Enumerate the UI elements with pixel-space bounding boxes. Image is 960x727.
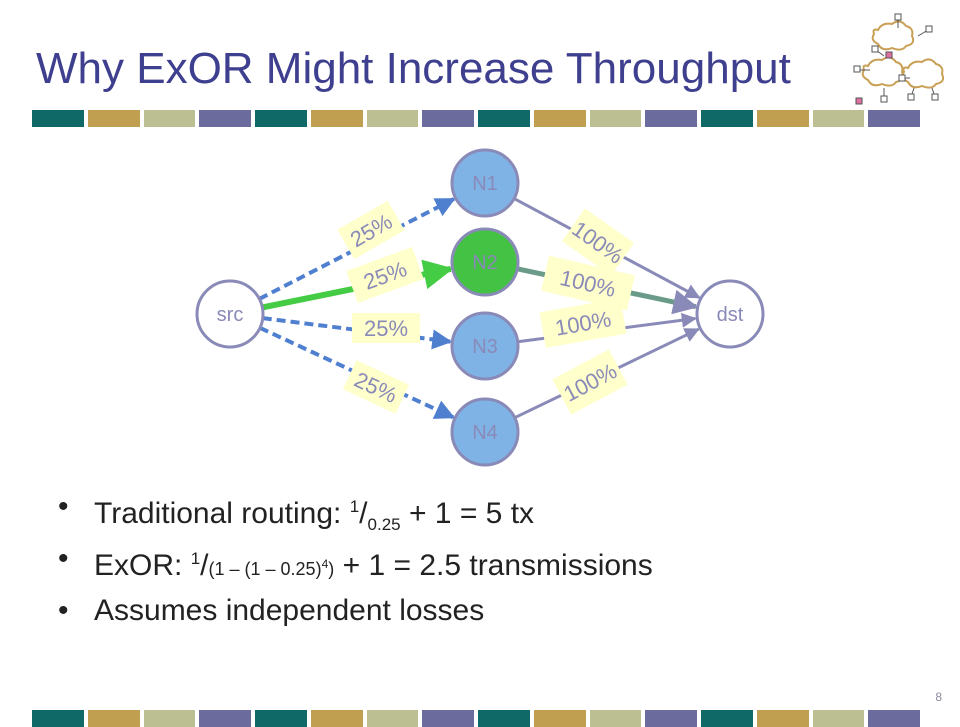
- prob-label-text: 25%: [364, 316, 408, 341]
- bar-segment: [143, 110, 196, 127]
- prob-label-bg: [346, 247, 424, 303]
- slide-title: Why ExOR Might Increase Throughput: [36, 44, 791, 93]
- node-n2: [450, 227, 520, 297]
- prob-label-bg: [541, 255, 635, 311]
- node-n4: [450, 397, 520, 467]
- bullet-text: Assumes independent losses: [94, 594, 485, 627]
- node-dst: [695, 279, 765, 349]
- prob-label-in-n1: 25%: [337, 200, 405, 260]
- denominator-open: (1 – (1 – 0.25): [208, 559, 322, 579]
- bar-segment: [478, 110, 530, 127]
- prob-label-bg: [561, 208, 635, 276]
- bullet-text: ExOR:: [94, 549, 191, 582]
- bar-segment: [533, 110, 586, 127]
- bar-segment: [645, 110, 697, 127]
- prob-label-in-n3: 25%: [352, 313, 420, 343]
- denominator-close: ): [328, 559, 335, 579]
- node-src: [195, 279, 265, 349]
- bullet-text-suffix: + 1 = 2.5 transmissions: [334, 549, 653, 582]
- prob-label-out-n3: 100%: [539, 298, 627, 348]
- bar-segment: [199, 110, 251, 127]
- fraction-denominator: (1 – (1 – 0.25)4): [208, 557, 335, 579]
- node-n4-label: N4: [472, 422, 498, 444]
- prob-label-out-n4: 100%: [552, 349, 628, 415]
- edge-src-n1: [258, 197, 456, 301]
- bar-segment: [422, 110, 474, 127]
- fraction-numerator: 1: [349, 497, 360, 516]
- bar-segment: [87, 110, 140, 127]
- bullet-dot: •: [58, 594, 69, 627]
- bullet-traditional-routing: • Traditional routing: 1/0.25 + 1 = 5 tx: [58, 487, 653, 539]
- bar-segment: [32, 110, 84, 127]
- fraction-slash: /: [359, 497, 368, 530]
- fraction-denominator: 0.25: [367, 515, 401, 534]
- prob-label-in-n4: 25%: [342, 360, 410, 414]
- prob-label-out-n2: 100%: [541, 255, 635, 311]
- prob-label-bg: [342, 360, 410, 414]
- page-number: 8: [935, 690, 942, 704]
- bar-segment: [255, 110, 307, 127]
- fraction-numerator: 1: [190, 549, 201, 568]
- bullet-independent-losses: • Assumes independent losses: [58, 591, 653, 643]
- bar-segment: [868, 110, 920, 127]
- top-decorative-bar: [32, 110, 920, 127]
- prob-label-bg: [539, 298, 627, 348]
- denominator-exponent: 4: [321, 557, 329, 571]
- node-src-label: src: [217, 304, 244, 326]
- node-n1: [450, 148, 520, 218]
- bar-segment: [310, 110, 363, 127]
- network-logo-icon: [853, 13, 945, 105]
- bar-segment: [589, 110, 642, 127]
- node-n3: [450, 311, 520, 381]
- bar-segment: [366, 110, 419, 127]
- bullet-exor: • ExOR: 1/(1 – (1 – 0.25)4) + 1 = 2.5 tr…: [58, 539, 653, 591]
- node-dst-label: dst: [717, 304, 744, 326]
- bullet-dot: •: [58, 542, 69, 575]
- node-n1-label: N1: [472, 173, 498, 195]
- prob-label-bg: [552, 349, 628, 415]
- bullet-dot: •: [58, 490, 69, 523]
- prob-label-bg: [337, 200, 405, 260]
- bullet-list: • Traditional routing: 1/0.25 + 1 = 5 tx…: [58, 487, 653, 643]
- bar-segment: [756, 110, 809, 127]
- bar-segment: [812, 110, 865, 127]
- fraction-slash: /: [200, 549, 209, 582]
- node-n3-label: N3: [472, 336, 498, 358]
- node-n2-label: N2: [472, 252, 498, 274]
- bar-segment: [701, 110, 753, 127]
- bullet-text-suffix: + 1 = 5 tx: [400, 497, 535, 530]
- bullet-text: Traditional routing:: [94, 497, 350, 530]
- prob-label-bg: [352, 313, 420, 343]
